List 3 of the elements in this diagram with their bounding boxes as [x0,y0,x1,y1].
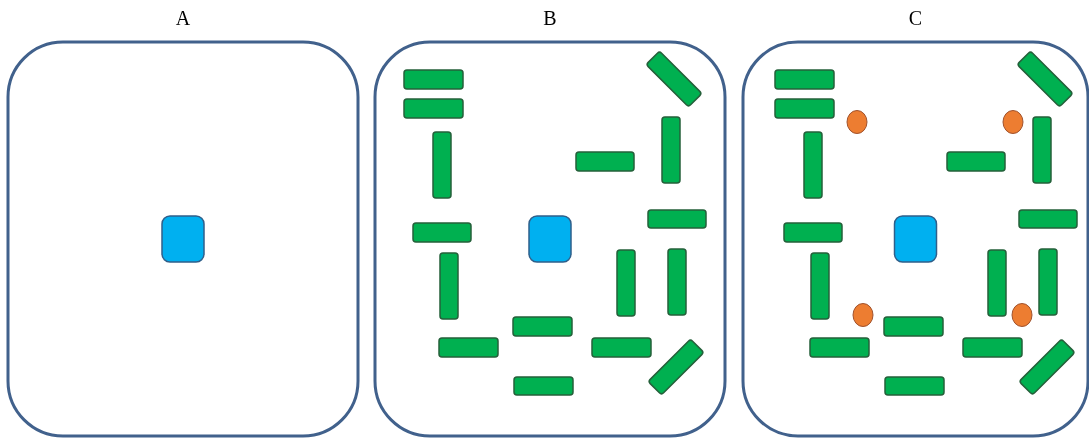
panel-label: A [174,6,192,30]
panel-label: B [542,6,558,30]
panel-label: C [907,6,924,30]
